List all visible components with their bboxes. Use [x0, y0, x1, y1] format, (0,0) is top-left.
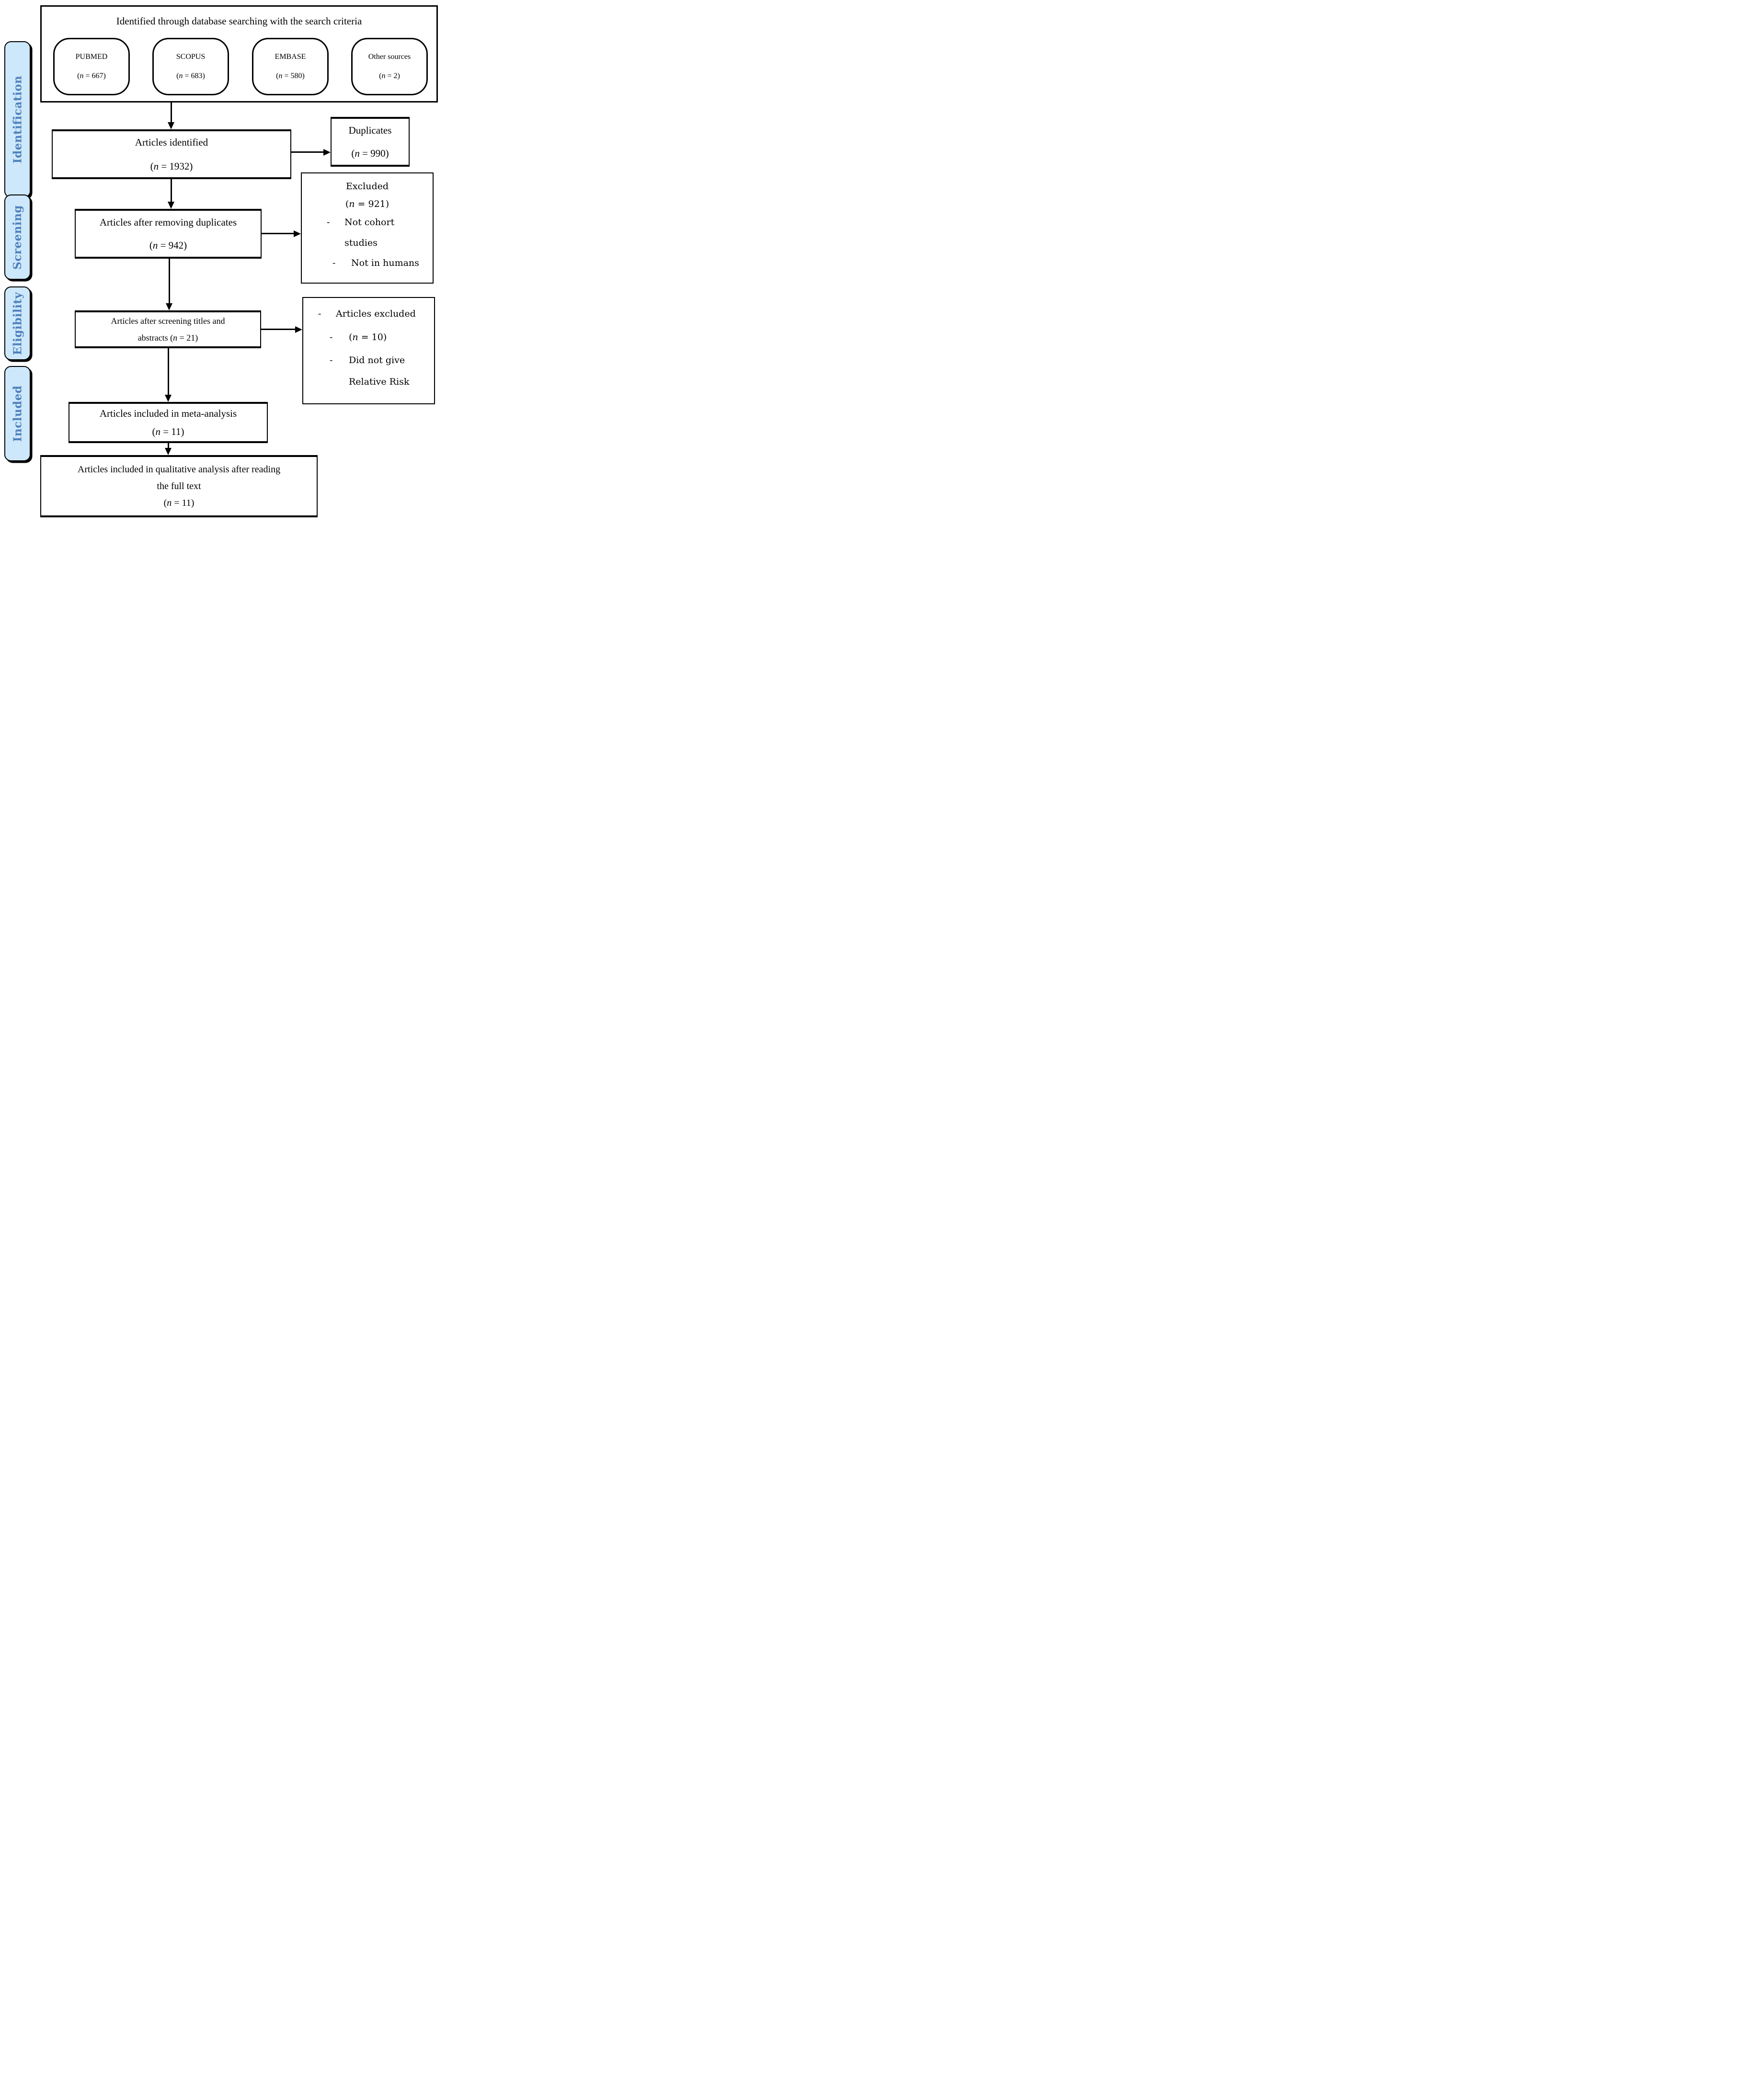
arrow-head-deduplicated-to-screened [166, 303, 172, 310]
bullet-hyphen: - [330, 331, 333, 342]
arrow-head-search-to-identified [168, 122, 174, 129]
arrow-head-screened-to-articles-excluded [295, 326, 302, 333]
box-count: (n = 942) [149, 240, 187, 251]
articles-excluded-item-3: - Did not give [303, 354, 434, 367]
bullet-hyphen: - [327, 217, 330, 228]
box-text: Duplicates [348, 124, 392, 136]
arrow-head-deduplicated-to-excluded [294, 230, 301, 237]
arrow-line-meta-to-qualitative [168, 443, 169, 449]
bullet-hyphen: - [330, 355, 333, 366]
arrow-head-screened-to-meta [165, 395, 172, 402]
box-meta-analysis: Articles included in meta-analysis (n = … [69, 402, 268, 443]
arrow-line-identified-to-deduplicated [171, 179, 172, 203]
box-text: Articles after removing duplicates [99, 216, 237, 228]
excluded-item-1-wrap: studies [344, 237, 378, 248]
box-qualitative-analysis: Articles included in qualitative analysi… [40, 455, 318, 517]
box-text-count: abstracts (n = 21) [137, 333, 198, 342]
stage-label-eligibility: Eligibility [11, 292, 24, 355]
articles-excluded-count: (n = 10) [349, 331, 387, 342]
arrow-head-identified-to-duplicates [323, 149, 331, 156]
box-count: (n = 11) [163, 497, 195, 508]
excluded-item-text: Not cohort [344, 217, 395, 228]
box-text-line2: the full text [157, 480, 201, 491]
source-name: SCOPUS [176, 53, 206, 61]
box-after-screening: Articles after screening titles and abst… [75, 310, 261, 348]
excluded-item-2: - Not in humans [302, 257, 433, 270]
source-box-other-sources: Other sources (n = 2) [351, 38, 428, 95]
prisma-flow-diagram: Identification Screening Eligibility Inc… [0, 0, 441, 522]
excluded-title: Excluded [345, 181, 389, 192]
database-search-container: Identified through database searching wi… [40, 5, 438, 103]
source-name: Other sources [368, 53, 411, 61]
box-after-removing-duplicates: Articles after removing duplicates (n = … [75, 209, 262, 259]
articles-excluded-text: Articles excluded [336, 308, 416, 319]
source-name: EMBASE [275, 53, 306, 61]
source-count: (n = 683) [176, 72, 205, 80]
box-excluded-screening: Excluded (n = 921) - Not cohort studies … [301, 172, 434, 284]
stage-label-screening: Screening [11, 205, 24, 270]
source-box-scopus: SCOPUS (n = 683) [152, 38, 229, 95]
box-text: Articles included in meta-analysis [99, 407, 237, 419]
arrow-line-search-to-identified [171, 103, 172, 123]
box-count: (n = 990) [351, 148, 389, 159]
excluded-item-text: Not in humans [351, 258, 419, 269]
source-box-pubmed: PUBMED (n = 667) [53, 38, 130, 95]
arrow-line-deduplicated-to-excluded [262, 233, 294, 234]
stage-label-identification: Identification [11, 75, 24, 164]
articles-excluded-reason: Did not give [349, 355, 405, 366]
sidebar-stage-eligibility: Eligibility [4, 286, 31, 360]
bullet-hyphen: - [332, 258, 336, 269]
bullet-hyphen: - [318, 308, 321, 319]
source-box-embase: EMBASE (n = 580) [252, 38, 329, 95]
excluded-item-1: - Not cohort [302, 216, 433, 229]
arrow-line-identified-to-duplicates [291, 151, 324, 153]
source-count: (n = 2) [379, 72, 400, 80]
source-name: PUBMED [75, 53, 108, 61]
arrow-line-screened-to-meta [168, 348, 169, 396]
box-text: Articles after screening titles and [111, 316, 225, 326]
source-count: (n = 667) [77, 72, 106, 80]
sidebar-stage-identification: Identification [4, 41, 31, 198]
database-search-title: Identified through database searching wi… [116, 15, 362, 27]
source-count: (n = 580) [276, 72, 305, 80]
box-count: (n = 1932) [150, 160, 193, 172]
sidebar-stage-screening: Screening [4, 194, 31, 280]
arrow-line-deduplicated-to-screened [169, 259, 170, 304]
arrow-head-meta-to-qualitative [165, 448, 172, 455]
excluded-count: (n = 921) [345, 198, 389, 209]
articles-excluded-reason-wrap: Relative Risk [349, 376, 410, 387]
box-duplicates: Duplicates (n = 990) [331, 117, 410, 167]
sidebar-stage-included: Included [4, 366, 31, 461]
arrow-line-screened-to-articles-excluded [261, 329, 296, 330]
arrow-head-identified-to-deduplicated [168, 202, 174, 209]
box-count: (n = 11) [152, 426, 184, 437]
box-articles-identified: Articles identified (n = 1932) [52, 129, 291, 179]
box-text: Articles identified [135, 136, 208, 148]
articles-excluded-item-1: - Articles excluded [303, 308, 434, 320]
box-text: Articles included in qualitative analysi… [77, 464, 281, 475]
box-articles-excluded: - Articles excluded - (n = 10) - Did not… [302, 297, 435, 404]
articles-excluded-item-2: - (n = 10) [303, 331, 434, 344]
stage-label-included: Included [11, 385, 24, 442]
